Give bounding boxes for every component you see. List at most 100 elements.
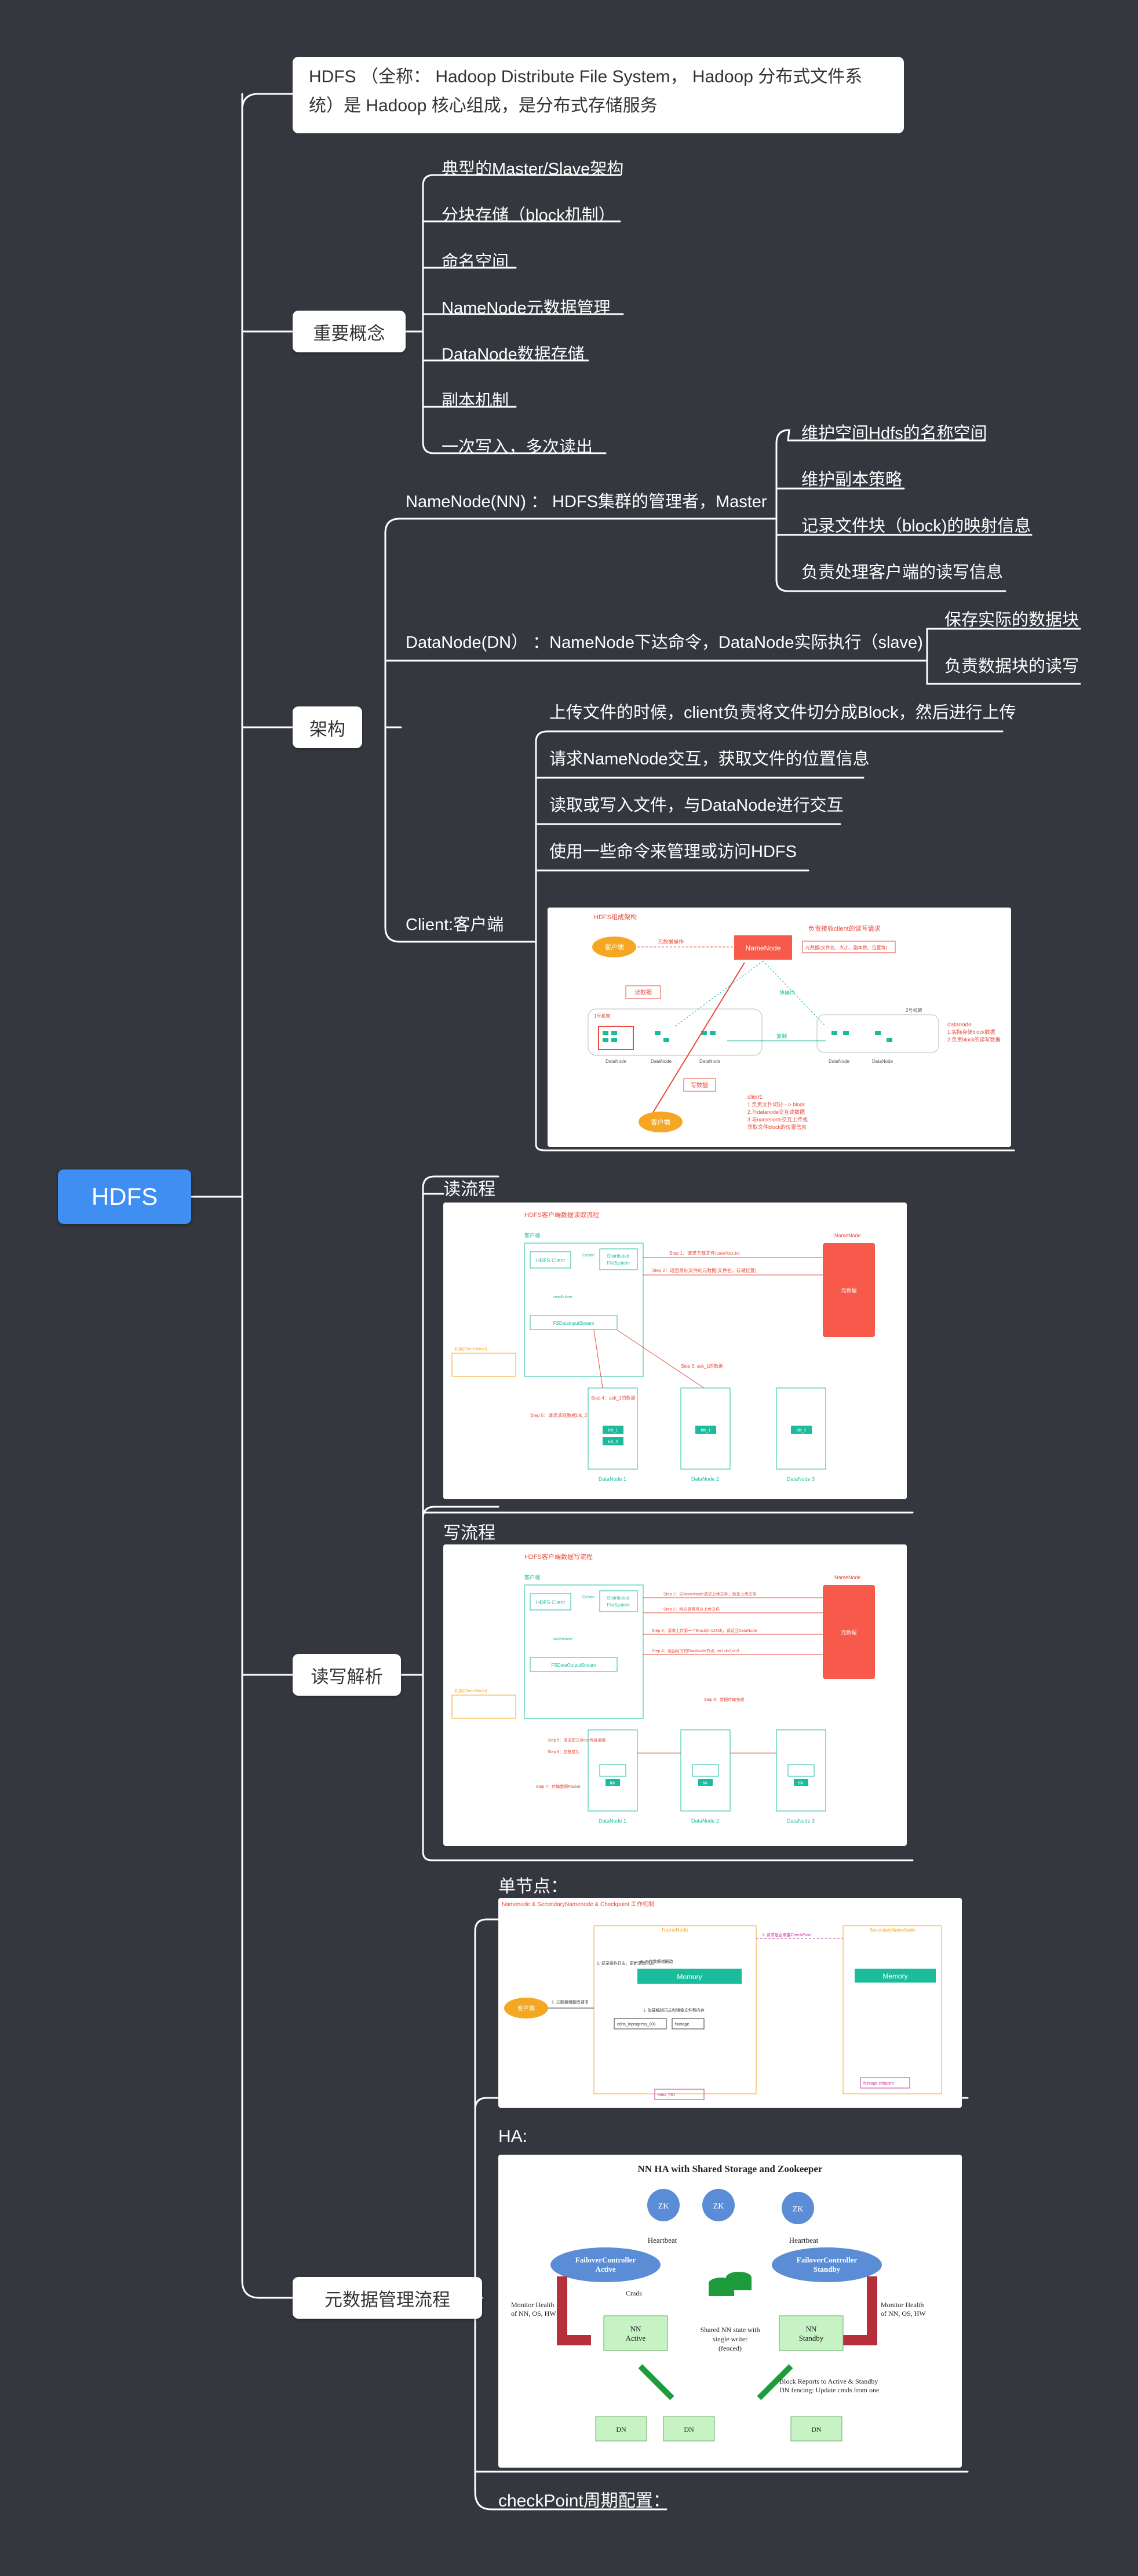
concept-item[interactable]: 一次写入，多次读出 <box>442 438 593 457</box>
client-item[interactable]: 读取或写入文件，与DataNode进行交互 <box>549 796 844 815</box>
svg-text:2号机架: 2号机架 <box>906 1007 922 1013</box>
svg-text:NameNode: NameNode <box>834 1233 861 1238</box>
svg-text:client:: client: <box>747 1094 763 1101</box>
svg-text:FailoverController: FailoverController <box>575 2256 636 2264</box>
svg-text:Block Reports to Active & Stan: Block Reports to Active & Standby <box>779 2377 878 2385</box>
svg-text:SecondaryNameNode: SecondaryNameNode <box>870 1928 915 1933</box>
namenode-item[interactable]: 维护副本策略 <box>801 471 903 489</box>
svg-text:客户端: 客户端 <box>605 943 624 951</box>
svg-text:Create: Create <box>582 1254 594 1258</box>
svg-text:Distributed: Distributed <box>607 1254 629 1259</box>
svg-text:Step 1：向NameNode请求上传文件，检查上传文件: Step 1：向NameNode请求上传文件，检查上传文件 <box>663 1591 757 1597</box>
svg-text:获取文件block的位置信息: 获取文件block的位置信息 <box>747 1124 807 1130</box>
svg-text:机架(Client-Node): 机架(Client-Node) <box>455 1346 487 1351</box>
svg-text:客户端: 客户端 <box>524 1232 540 1238</box>
write-flow-label[interactable]: 写流程 <box>443 1524 495 1543</box>
concept-item[interactable]: 命名空间 <box>442 253 509 271</box>
svg-text:Monitor Health: Monitor Health <box>511 2301 554 2309</box>
svg-text:Standby: Standby <box>814 2265 841 2273</box>
svg-text:FailoverController: FailoverController <box>797 2256 858 2264</box>
datanode-item[interactable]: 保存实际的数据块 <box>944 611 1079 629</box>
svg-text:ZK: ZK <box>793 2205 804 2214</box>
svg-text:single writer: single writer <box>713 2335 747 2343</box>
namenode-item[interactable]: 记录文件块（block)的映射信息 <box>801 517 1031 535</box>
single-node-diagram: Namenode & SecondaryNamenode & Checkpoin… <box>498 1898 962 2108</box>
svg-text:blk_2: blk_2 <box>608 1440 618 1444</box>
svg-text:Step 2：响应是否可以上传文件: Step 2：响应是否可以上传文件 <box>663 1606 720 1612</box>
client-node[interactable]: Client:客户端 <box>406 916 504 934</box>
svg-text:blk: blk <box>703 1781 708 1786</box>
svg-text:Active: Active <box>626 2334 646 2342</box>
svg-text:Create: Create <box>582 1595 594 1599</box>
arch-diagram: HDFS组成架构 客户端 NameNode 元数据操作 元数据(文件名、大小、副… <box>548 908 1011 1147</box>
svg-text:客户端: 客户端 <box>517 2005 535 2012</box>
svg-text:FSDataInputStream: FSDataInputStream <box>553 1321 594 1326</box>
rw-node[interactable]: 读写解析 <box>293 1654 401 1696</box>
svg-text:元数据操作: 元数据操作 <box>658 938 684 945</box>
svg-text:HDFS组成架构: HDFS组成架构 <box>594 913 637 921</box>
client-item[interactable]: 使用一些命令来管理或访问HDFS <box>549 843 797 861</box>
svg-text:读数据: 读数据 <box>634 989 652 996</box>
concepts-node[interactable]: 重要概念 <box>293 311 406 352</box>
concept-item[interactable]: 副本机制 <box>442 392 509 410</box>
svg-text:1. 元数据增删改请求: 1. 元数据增删改请求 <box>552 1999 589 2005</box>
single-node-label[interactable]: 单节点： <box>498 1877 568 1896</box>
svg-text:Step 6：应答成功: Step 6：应答成功 <box>548 1749 579 1754</box>
svg-text:Step 5：请求建立Block传输通道: Step 5：请求建立Block传输通道 <box>548 1737 606 1743</box>
svg-text:ZK: ZK <box>713 2202 724 2211</box>
arch-node[interactable]: 架构 <box>293 706 362 748</box>
root-node[interactable]: HDFS <box>58 1169 191 1224</box>
concept-item[interactable]: DataNode数据存储 <box>442 345 585 364</box>
svg-text:复制: 复制 <box>776 1033 787 1039</box>
svg-text:1.实际存储block数据: 1.实际存储block数据 <box>947 1029 995 1035</box>
svg-text:of NN, OS, HW: of NN, OS, HW <box>881 2309 926 2318</box>
svg-text:DataNode 2: DataNode 2 <box>691 1476 719 1482</box>
svg-text:DataNode: DataNode <box>606 1059 627 1064</box>
concept-item[interactable]: 典型的Master/Slave架构 <box>442 160 624 178</box>
svg-text:FileSystem: FileSystem <box>607 1602 630 1608</box>
concept-item[interactable]: NameNode元数据管理 <box>442 299 611 318</box>
svg-text:Heartbeat: Heartbeat <box>648 2236 677 2245</box>
svg-text:Distributed: Distributed <box>607 1595 629 1601</box>
svg-text:元数据: 元数据 <box>841 1287 856 1294</box>
checkpoint-label[interactable]: checkPoint周期配置： <box>498 2491 670 2511</box>
svg-text:DN: DN <box>616 2425 626 2433</box>
namenode-item[interactable]: 负责处理客户端的读写信息 <box>801 563 1004 582</box>
svg-text:元数据(文件名、大小、副本数、位置等): 元数据(文件名、大小、副本数、位置等) <box>805 945 888 950</box>
svg-text:2.负责block的读写数据: 2.负责block的读写数据 <box>947 1036 1001 1043</box>
svg-text:DataNode 3: DataNode 3 <box>787 1818 815 1824</box>
svg-text:FileSystem: FileSystem <box>607 1260 630 1266</box>
client-item[interactable]: 上传文件的时候，client负责将文件切分成Block，然后进行上传 <box>549 704 1016 722</box>
svg-text:负责接收client的读写请求: 负责接收client的读写请求 <box>808 924 881 932</box>
svg-text:Shared NN state with: Shared NN state with <box>701 2326 760 2334</box>
svg-text:(fenced): (fenced) <box>718 2344 742 2352</box>
namenode-node[interactable]: NameNode(NN) ： HDFS集群的管理者，Master <box>406 493 767 511</box>
svg-text:NN: NN <box>806 2324 817 2333</box>
intro-node[interactable]: HDFS （全称： Hadoop Distribute File System，… <box>293 57 904 133</box>
svg-text:2. 记录操作日志、更新滚动日志: 2. 记录操作日志、更新滚动日志 <box>597 1961 654 1966</box>
svg-text:1号机架: 1号机架 <box>594 1013 610 1019</box>
ha-label[interactable]: HA: <box>498 2127 528 2146</box>
svg-text:NameNode: NameNode <box>662 1927 688 1933</box>
svg-text:Step 3: ask_1的数据: Step 3: ask_1的数据 <box>681 1363 723 1369</box>
svg-text:写数据: 写数据 <box>691 1081 708 1089</box>
svg-text:FSDataOutputStream: FSDataOutputStream <box>552 1663 596 1668</box>
svg-text:DataNode: DataNode <box>651 1059 672 1064</box>
svg-text:1.负责文件切分—> block: 1.负责文件切分—> block <box>747 1101 805 1107</box>
svg-text:块操作: 块操作 <box>779 989 795 996</box>
svg-text:DataNode: DataNode <box>872 1059 893 1064</box>
svg-text:1. 加载编辑日志和镜像文件到内存: 1. 加载编辑日志和镜像文件到内存 <box>643 2007 705 2013</box>
svg-text:Monitor Health: Monitor Health <box>881 2301 924 2309</box>
client-item[interactable]: 请求NameNode交互，获取文件的位置信息 <box>549 750 870 768</box>
datanode-item[interactable]: 负责数据块的读写 <box>944 657 1079 676</box>
svg-text:HDFS客户端数据读取流程: HDFS客户端数据读取流程 <box>524 1211 599 1219</box>
svg-text:Active: Active <box>595 2265 616 2273</box>
datanode-node[interactable]: DataNode(DN） ：NameNode下达命令，DataNode实际执行（… <box>406 633 923 652</box>
svg-text:客户端: 客户端 <box>651 1118 670 1126</box>
svg-text:客户端: 客户端 <box>524 1574 540 1580</box>
namenode-item[interactable]: 维护空间Hdfs的名称空间 <box>801 424 987 443</box>
read-flow-label[interactable]: 读流程 <box>443 1180 495 1199</box>
svg-text:Step 4：返回可写的DataNode节点, dn1,dn: Step 4：返回可写的DataNode节点, dn1,dn2,dn3 <box>652 1648 739 1653</box>
concept-item[interactable]: 分块存储（block机制） <box>442 206 615 225</box>
meta-node[interactable]: 元数据管理流程 <box>293 2277 482 2319</box>
